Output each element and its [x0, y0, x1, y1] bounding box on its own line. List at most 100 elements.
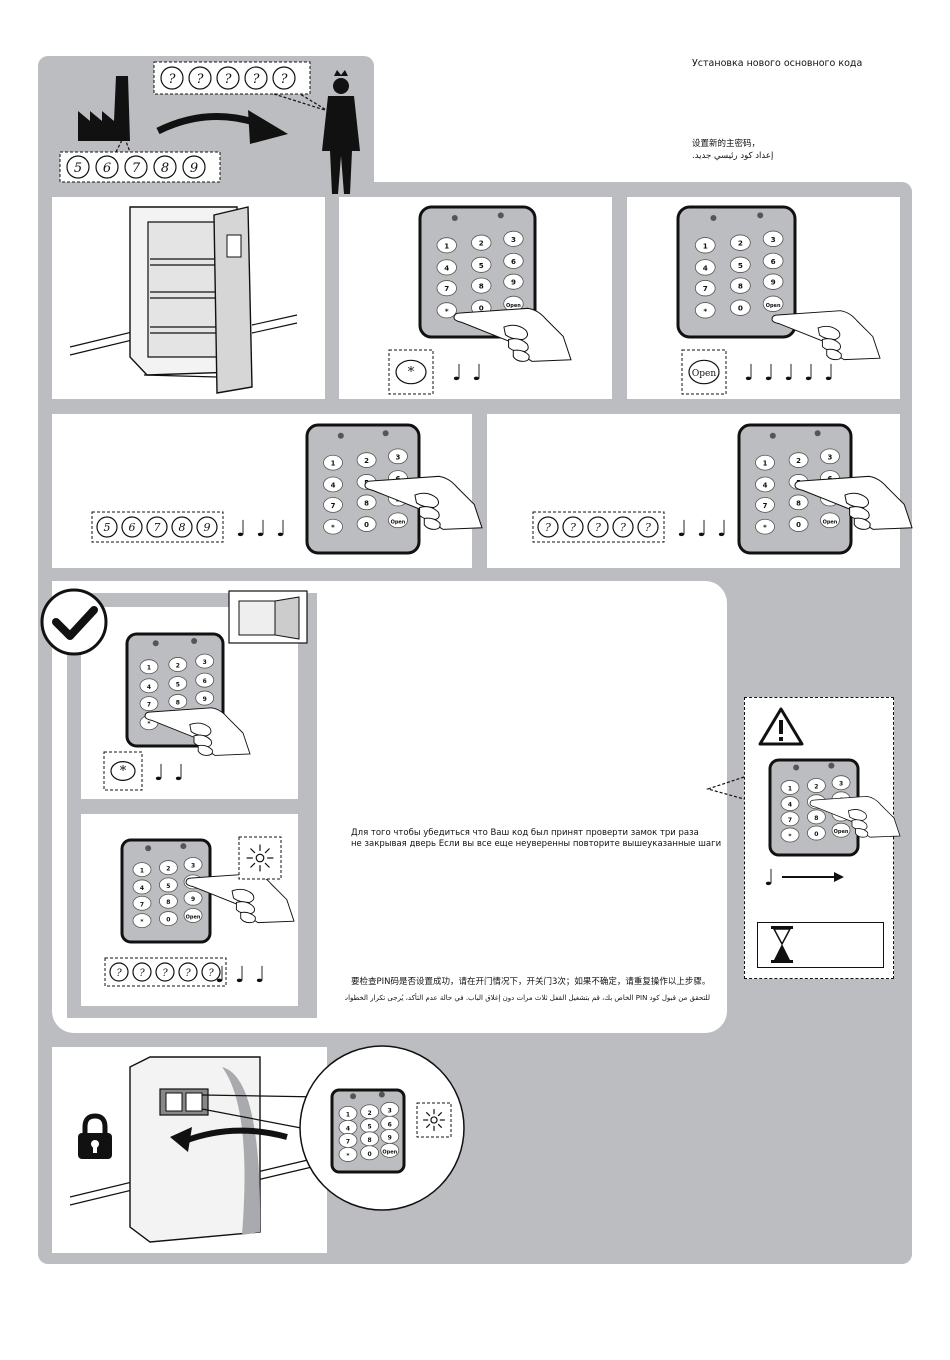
key-open[interactable]: Open — [183, 908, 203, 923]
closed-safe-illustration — [69, 1056, 323, 1243]
key-3[interactable]: 3 — [183, 857, 203, 872]
key-7[interactable]: 7 — [139, 696, 159, 712]
key-label: 1 — [763, 460, 768, 468]
key-star[interactable]: * — [436, 302, 457, 319]
key-label: 8 — [738, 282, 743, 291]
key-1[interactable]: 1 — [694, 237, 716, 254]
key-4[interactable]: 4 — [139, 678, 159, 694]
key-7[interactable]: 7 — [436, 280, 457, 297]
key-8[interactable]: 8 — [730, 277, 751, 294]
key-3[interactable]: 3 — [820, 448, 840, 465]
key-5[interactable]: 5 — [159, 877, 178, 893]
key-7[interactable]: 7 — [132, 895, 152, 911]
key-label: 2 — [796, 457, 801, 465]
key-3[interactable]: 3 — [831, 775, 851, 791]
key-label: 0 — [796, 521, 801, 529]
key-1[interactable]: 1 — [323, 454, 343, 471]
key-4[interactable]: 4 — [132, 879, 152, 895]
key-4[interactable]: 4 — [694, 259, 716, 276]
key-2[interactable]: 2 — [807, 778, 826, 793]
key-5[interactable]: 5 — [730, 256, 751, 273]
key-label: 3 — [396, 453, 401, 461]
key-7[interactable]: 7 — [338, 1133, 358, 1148]
key-0[interactable]: 0 — [730, 299, 751, 316]
key-1[interactable]: 1 — [132, 862, 152, 878]
key-4[interactable]: 4 — [338, 1119, 358, 1135]
key-2[interactable]: 2 — [168, 657, 188, 672]
key-star[interactable]: * — [338, 1146, 358, 1162]
key-9[interactable]: 9 — [380, 1128, 400, 1144]
key-7[interactable]: 7 — [780, 811, 800, 827]
key-0[interactable]: 0 — [356, 516, 377, 532]
key-5[interactable]: 5 — [471, 256, 492, 273]
key-8[interactable]: 8 — [360, 1131, 379, 1147]
key-9[interactable]: 9 — [762, 273, 784, 290]
key-7[interactable]: 7 — [755, 497, 775, 513]
key-open[interactable]: Open — [831, 822, 851, 838]
key-7[interactable]: 7 — [694, 280, 716, 297]
key-4[interactable]: 4 — [323, 476, 343, 493]
key-0[interactable]: 0 — [360, 1145, 379, 1161]
key-8[interactable]: 8 — [807, 809, 826, 825]
key-label: 3 — [828, 453, 833, 461]
key-5[interactable]: 5 — [360, 1118, 379, 1134]
key-3[interactable]: 3 — [762, 230, 784, 247]
key-3[interactable]: 3 — [195, 653, 215, 669]
key-2[interactable]: 2 — [730, 234, 751, 251]
key-open[interactable]: Open — [820, 512, 840, 529]
key-3[interactable]: 3 — [388, 448, 408, 465]
key-open[interactable]: Open — [388, 512, 408, 529]
key-8[interactable]: 8 — [159, 893, 178, 909]
key-1[interactable]: 1 — [139, 659, 159, 675]
key-label: * — [703, 306, 707, 315]
key-1[interactable]: 1 — [780, 780, 800, 795]
led-right — [191, 637, 198, 644]
key-4[interactable]: 4 — [780, 796, 800, 812]
key-star[interactable]: * — [780, 827, 800, 843]
key-2[interactable]: 2 — [360, 1104, 379, 1120]
key-9[interactable]: 9 — [183, 890, 203, 906]
key-6[interactable]: 6 — [195, 672, 215, 688]
key-9[interactable]: 9 — [503, 273, 524, 290]
key-1[interactable]: 1 — [338, 1105, 358, 1121]
beep-note-icon: ♩ — [154, 761, 164, 786]
key-2[interactable]: 2 — [471, 234, 492, 251]
key-6[interactable]: 6 — [380, 1115, 400, 1131]
key-star[interactable]: * — [323, 518, 343, 535]
key-1[interactable]: 1 — [755, 454, 775, 471]
key-label: 3 — [191, 863, 195, 870]
key-0[interactable]: 0 — [159, 911, 178, 927]
code-digit: ? — [185, 968, 191, 979]
key-7[interactable]: 7 — [323, 497, 343, 513]
code-digit: ? — [162, 968, 168, 979]
key-3[interactable]: 3 — [380, 1101, 400, 1117]
key-1[interactable]: 1 — [436, 237, 457, 254]
key-8[interactable]: 8 — [471, 277, 492, 294]
key-2[interactable]: 2 — [356, 452, 377, 468]
key-4[interactable]: 4 — [436, 259, 457, 276]
key-label: 7 — [140, 901, 144, 908]
key-star[interactable]: * — [694, 302, 716, 319]
key-star[interactable]: * — [132, 913, 152, 929]
key-star[interactable]: * — [755, 518, 775, 535]
key-6[interactable]: 6 — [762, 252, 784, 270]
key-9[interactable]: 9 — [195, 690, 215, 706]
pressing-hand — [144, 707, 251, 756]
key-8[interactable]: 8 — [788, 494, 809, 511]
key-0[interactable]: 0 — [807, 825, 826, 841]
key-open[interactable]: Open — [380, 1142, 400, 1158]
key-label: 4 — [140, 885, 144, 892]
key-5[interactable]: 5 — [168, 676, 188, 691]
key-2[interactable]: 2 — [788, 452, 809, 468]
key-2[interactable]: 2 — [159, 860, 178, 875]
key-6[interactable]: 6 — [503, 252, 524, 269]
key-0[interactable]: 0 — [788, 516, 809, 532]
key-8[interactable]: 8 — [356, 494, 377, 511]
key-8[interactable]: 8 — [168, 694, 188, 709]
key-4[interactable]: 4 — [755, 476, 775, 493]
new-digit-1: ? — [169, 72, 177, 87]
key-open[interactable]: Open — [762, 295, 784, 312]
key-3[interactable]: 3 — [503, 230, 524, 247]
star-button-callout: * — [388, 349, 434, 395]
